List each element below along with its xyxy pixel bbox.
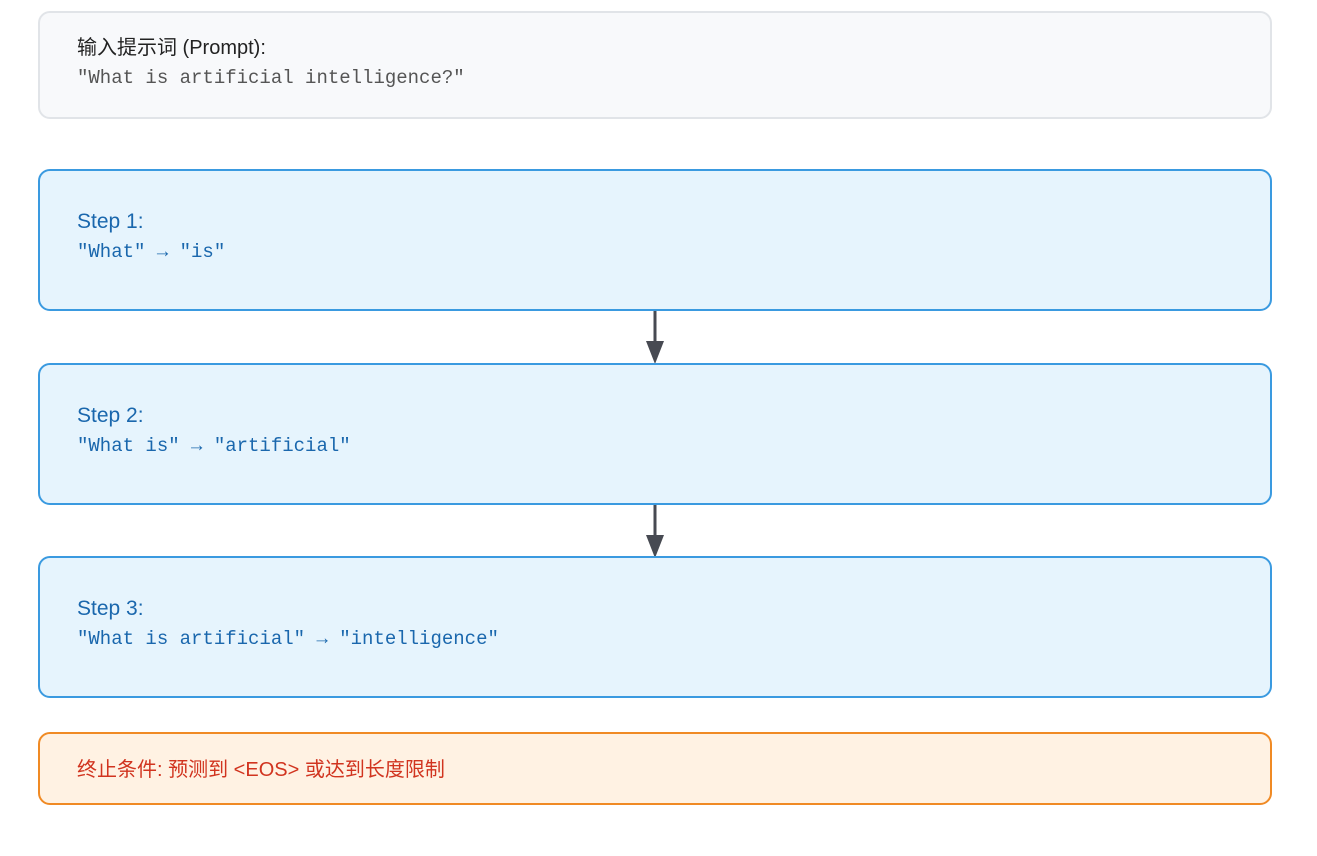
step-label: Step 3: [77, 597, 144, 620]
step-text: "What is" → "artificial" [77, 435, 351, 457]
prompt-text: "What is artificial intelligence?" [77, 67, 465, 89]
step-text: "What" → "is" [77, 241, 226, 263]
prompt-box: 输入提示词 (Prompt): "What is artificial inte… [38, 11, 1272, 119]
stop-condition-box: 终止条件: 预测到 <EOS> 或达到长度限制 [38, 732, 1272, 805]
arrow-down-icon [646, 311, 664, 364]
arrow-down-icon [646, 505, 664, 558]
step-text: "What is artificial" → "intelligence" [77, 628, 499, 650]
prompt-label: 输入提示词 (Prompt): [77, 37, 266, 59]
step-box-2: Step 2: "What is" → "artificial" [38, 363, 1272, 505]
step-label: Step 1: [77, 210, 144, 233]
step-label: Step 2: [77, 404, 144, 427]
stop-condition-text: 终止条件: 预测到 <EOS> 或达到长度限制 [77, 759, 445, 781]
step-box-1: Step 1: "What" → "is" [38, 169, 1272, 311]
step-box-3: Step 3: "What is artificial" → "intellig… [38, 556, 1272, 698]
